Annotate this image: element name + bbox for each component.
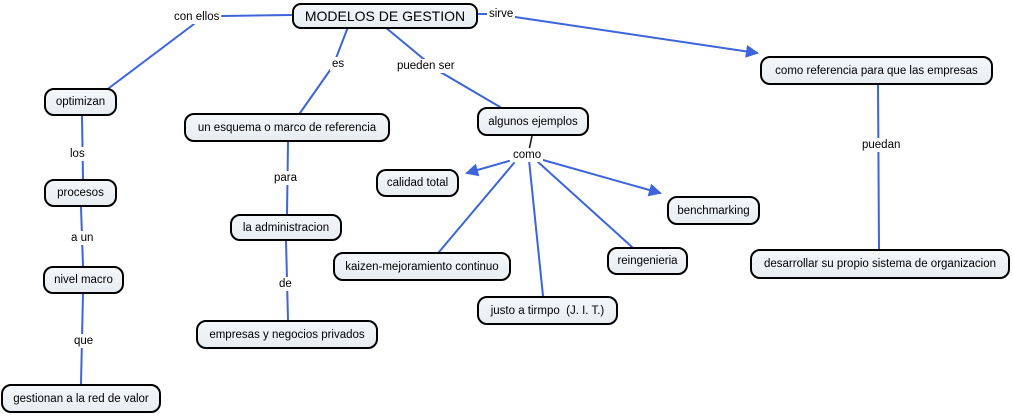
link-label-puedan[interactable]: puedan (860, 138, 903, 152)
link-label-es[interactable]: es (330, 57, 347, 71)
edge-como-justo (528, 159, 544, 297)
edge-como-kaizen (438, 162, 515, 253)
node-kaizen-mejoramiento-continuo[interactable]: kaizen-mejoramiento continuo (333, 252, 511, 281)
edge-sirve-referencia-arrow (514, 16, 759, 58)
link-label-a-un[interactable]: a un (69, 231, 96, 245)
node-benchmarking[interactable]: benchmarking (667, 196, 760, 225)
edge-como-reingenieria (537, 161, 633, 248)
edge-como-calidad-arrow (465, 160, 510, 177)
link-label-como[interactable]: como (511, 148, 544, 162)
link-label-para[interactable]: para (272, 171, 300, 185)
node-empresas-negocios-privados[interactable]: empresas y negocios privados (196, 320, 378, 349)
link-label-los[interactable]: los (68, 147, 87, 161)
edge-root-con-ellos (221, 14, 293, 17)
node-algunos-ejemplos[interactable]: algunos ejemplos (477, 107, 589, 136)
node-modelos-de-gestion[interactable]: MODELOS DE GESTION (292, 3, 478, 29)
node-procesos[interactable]: procesos (44, 179, 117, 207)
link-label-de[interactable]: de (277, 277, 294, 291)
node-esquema-marco-referencia[interactable]: un esquema o marco de referencia (184, 113, 390, 142)
link-label-pueden-ser[interactable]: pueden ser (395, 59, 457, 73)
node-justo-a-tiempo-jit[interactable]: justo a tirmpo (J. I. T.) (477, 296, 618, 325)
node-la-administracion[interactable]: la administracion (230, 214, 342, 241)
node-gestionan-red-de-valor[interactable]: gestionan a la red de valor (1, 384, 161, 413)
node-calidad-total[interactable]: calidad total (376, 169, 459, 197)
node-reingenieria[interactable]: reingenieria (607, 247, 688, 275)
link-label-sirve[interactable]: sirve (487, 7, 516, 21)
node-como-referencia-empresas[interactable]: como referencia para que las empresas (760, 56, 993, 85)
link-label-que[interactable]: que (72, 334, 96, 348)
edge-con-ellos-optimizan (108, 23, 195, 89)
edge-ejemplos-como (528, 135, 533, 151)
edge-como-benchmarking-arrow (542, 159, 662, 197)
node-desarrollar-sistema-organizacion[interactable]: desarrollar su propio sistema de organiz… (750, 249, 1010, 279)
link-label-con-ellos[interactable]: con ellos (172, 10, 222, 24)
node-nivel-macro[interactable]: nivel macro (43, 266, 124, 294)
edge-referencia-desarrollar (877, 84, 880, 250)
node-optimizan[interactable]: optimizan (44, 88, 117, 116)
